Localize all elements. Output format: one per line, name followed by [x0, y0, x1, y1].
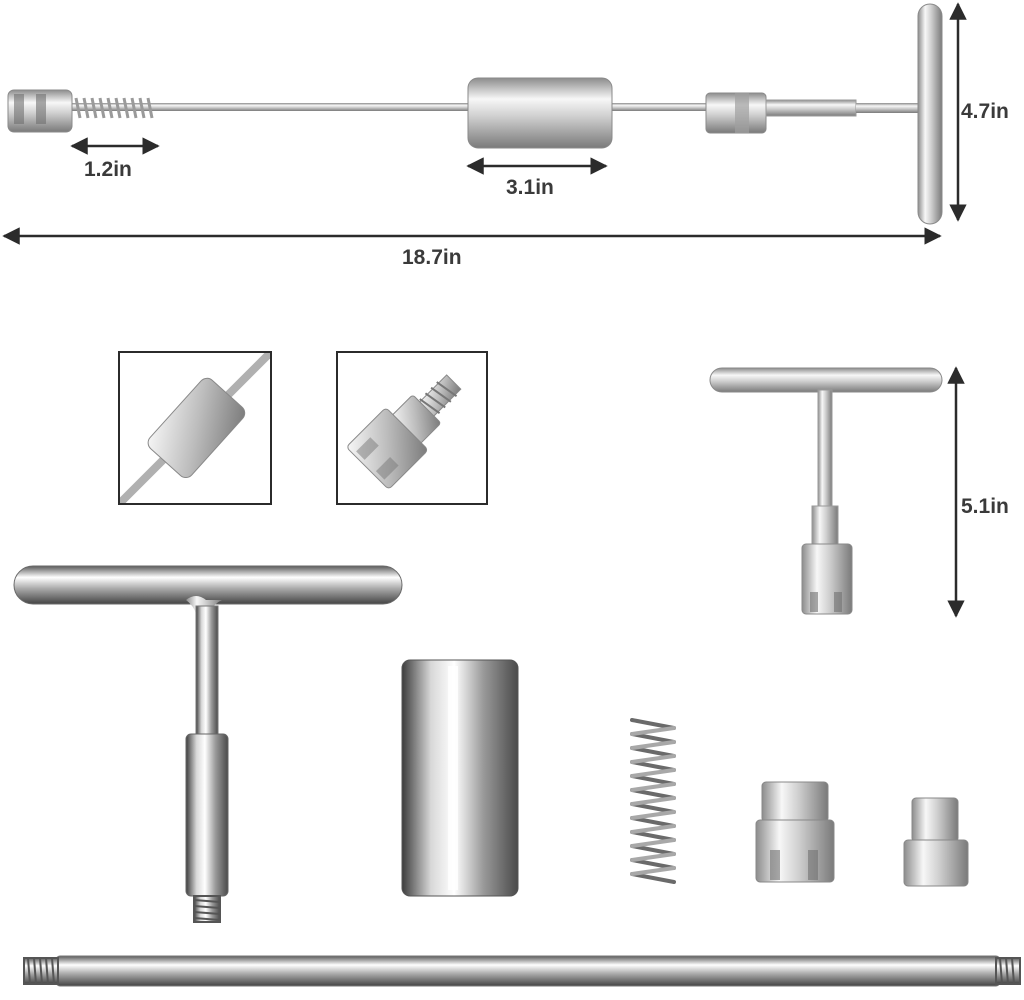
thread-bottom: [193, 895, 221, 923]
slide-weight-part: [401, 659, 519, 897]
large-t-handle: [13, 565, 403, 923]
long-rod: [23, 955, 1021, 987]
label-weight-length: 3.1in: [506, 176, 554, 199]
t-handle-bar: [917, 3, 943, 225]
small-t-handle: [709, 367, 943, 615]
assembled-slide-hammer: [7, 3, 943, 225]
shaft-spring: [74, 97, 154, 119]
tip-socket-closeup: [347, 374, 462, 489]
label-total-length: 18.7in: [402, 246, 462, 269]
nut-part: [903, 797, 969, 887]
label-spring-length: 1.2in: [84, 158, 132, 181]
loose-spring: [630, 718, 676, 884]
label-small-handle-height: 5.1in: [961, 495, 1009, 518]
slide-weight-closeup: [120, 353, 270, 503]
inset-tip-socket-detail: [336, 351, 488, 505]
slide-weight: [467, 77, 613, 149]
tip-socket-part: [755, 781, 835, 883]
dimension-arrows: [2, 2, 967, 618]
label-handle-width: 4.7in: [961, 100, 1009, 123]
inset-slide-weight-detail: [118, 351, 272, 505]
